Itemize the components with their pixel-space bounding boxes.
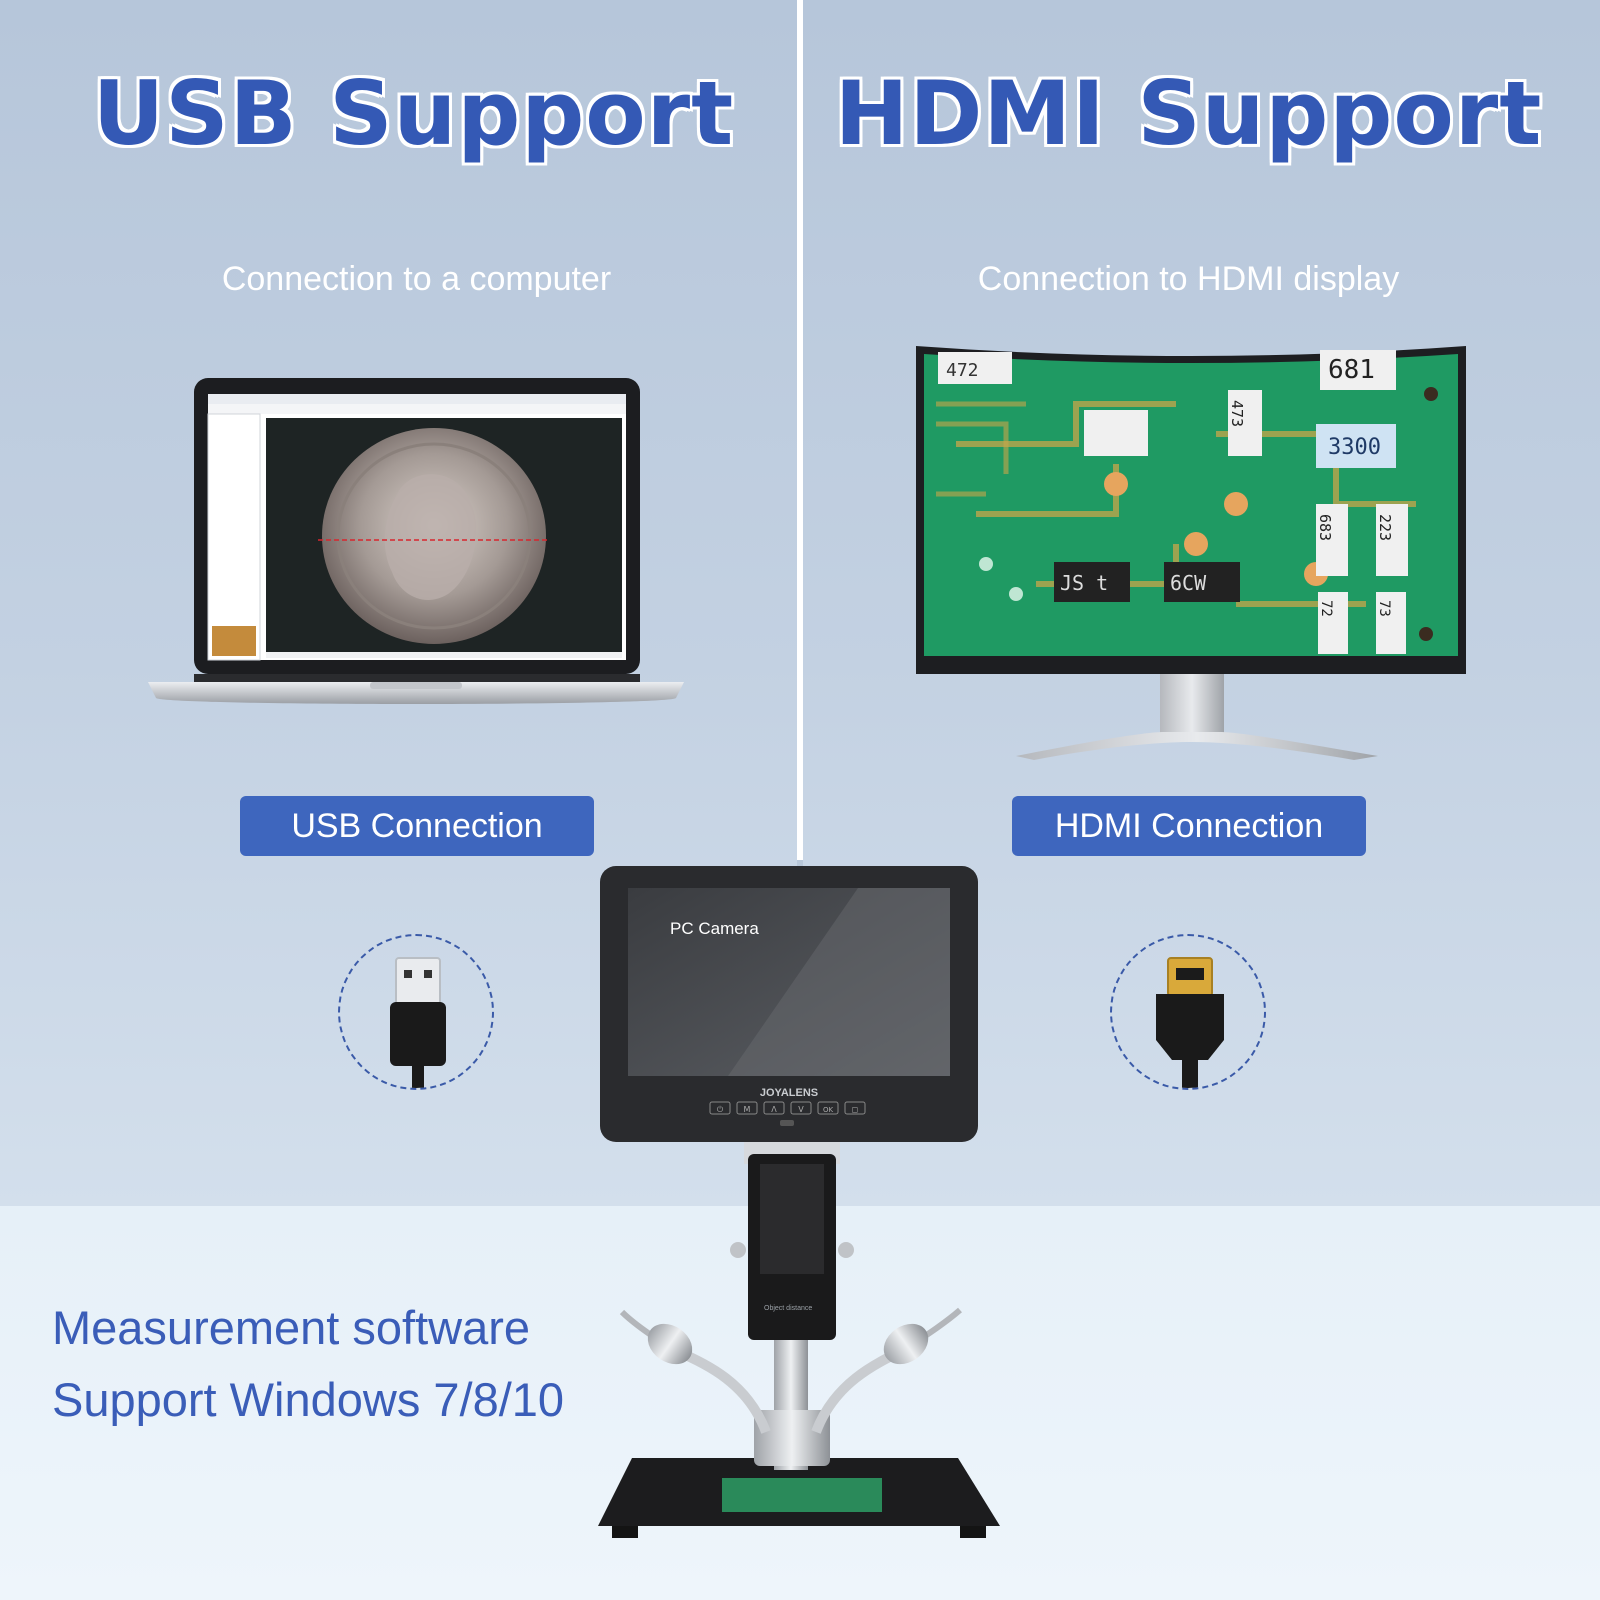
device-btn-up[interactable]: Λ bbox=[771, 1105, 777, 1114]
pcb-label-2: 681 bbox=[1328, 355, 1375, 385]
pcb-label-5: 683 bbox=[1316, 514, 1334, 541]
hdmi-plug-icon bbox=[1110, 934, 1266, 1090]
panel-divider bbox=[797, 0, 803, 860]
device-btn-ok[interactable]: OK bbox=[823, 1106, 834, 1114]
device-btn-m[interactable]: M bbox=[744, 1105, 751, 1114]
laptop-icon bbox=[148, 376, 684, 712]
usb-subline: Connection to a computer bbox=[221, 260, 612, 298]
microscope-icon: Object distance PC Camera JOYALENS ⏻ M Λ… bbox=[598, 864, 1004, 1550]
pcb-label-10: 73 bbox=[1376, 600, 1392, 617]
hdmi-connection-button[interactable]: HDMI Connection bbox=[1012, 796, 1366, 856]
device-screen-label: PC Camera bbox=[670, 919, 759, 938]
pcb-label-7: JS t bbox=[1060, 571, 1108, 595]
pcb-label-3: 473 bbox=[1228, 400, 1246, 427]
monitor-icon: 472 681 473 3300 683 223 JS t 6CW 72 73 bbox=[916, 344, 1466, 762]
device-button-row: ⏻ M Λ V OK ◻ bbox=[709, 1101, 866, 1115]
device-btn-down[interactable]: V bbox=[798, 1105, 804, 1114]
hdmi-headline: HDMI Support bbox=[834, 62, 1543, 165]
usb-plug-icon bbox=[338, 934, 494, 1090]
measurement-software-text: Measurement software bbox=[52, 1301, 531, 1354]
pcb-label-4: 3300 bbox=[1328, 435, 1381, 460]
pcb-label-6: 223 bbox=[1376, 514, 1394, 541]
usb-headline: USB Support bbox=[92, 62, 735, 165]
pcb-label-9: 72 bbox=[1318, 600, 1334, 617]
device-brand: JOYALENS bbox=[760, 1087, 818, 1099]
device-btn-camera[interactable]: ◻ bbox=[852, 1105, 859, 1114]
windows-support-text: Support Windows 7/8/10 bbox=[52, 1373, 565, 1426]
hdmi-subline: Connection to HDMI display bbox=[977, 260, 1400, 298]
device-btn-power[interactable]: ⏻ bbox=[717, 1105, 724, 1114]
usb-connection-button[interactable]: USB Connection bbox=[240, 796, 594, 856]
pcb-label-1: 472 bbox=[946, 360, 979, 381]
pcb-label-8: 6CW bbox=[1170, 571, 1207, 595]
svg-text:Object distance: Object distance bbox=[764, 1305, 812, 1312]
